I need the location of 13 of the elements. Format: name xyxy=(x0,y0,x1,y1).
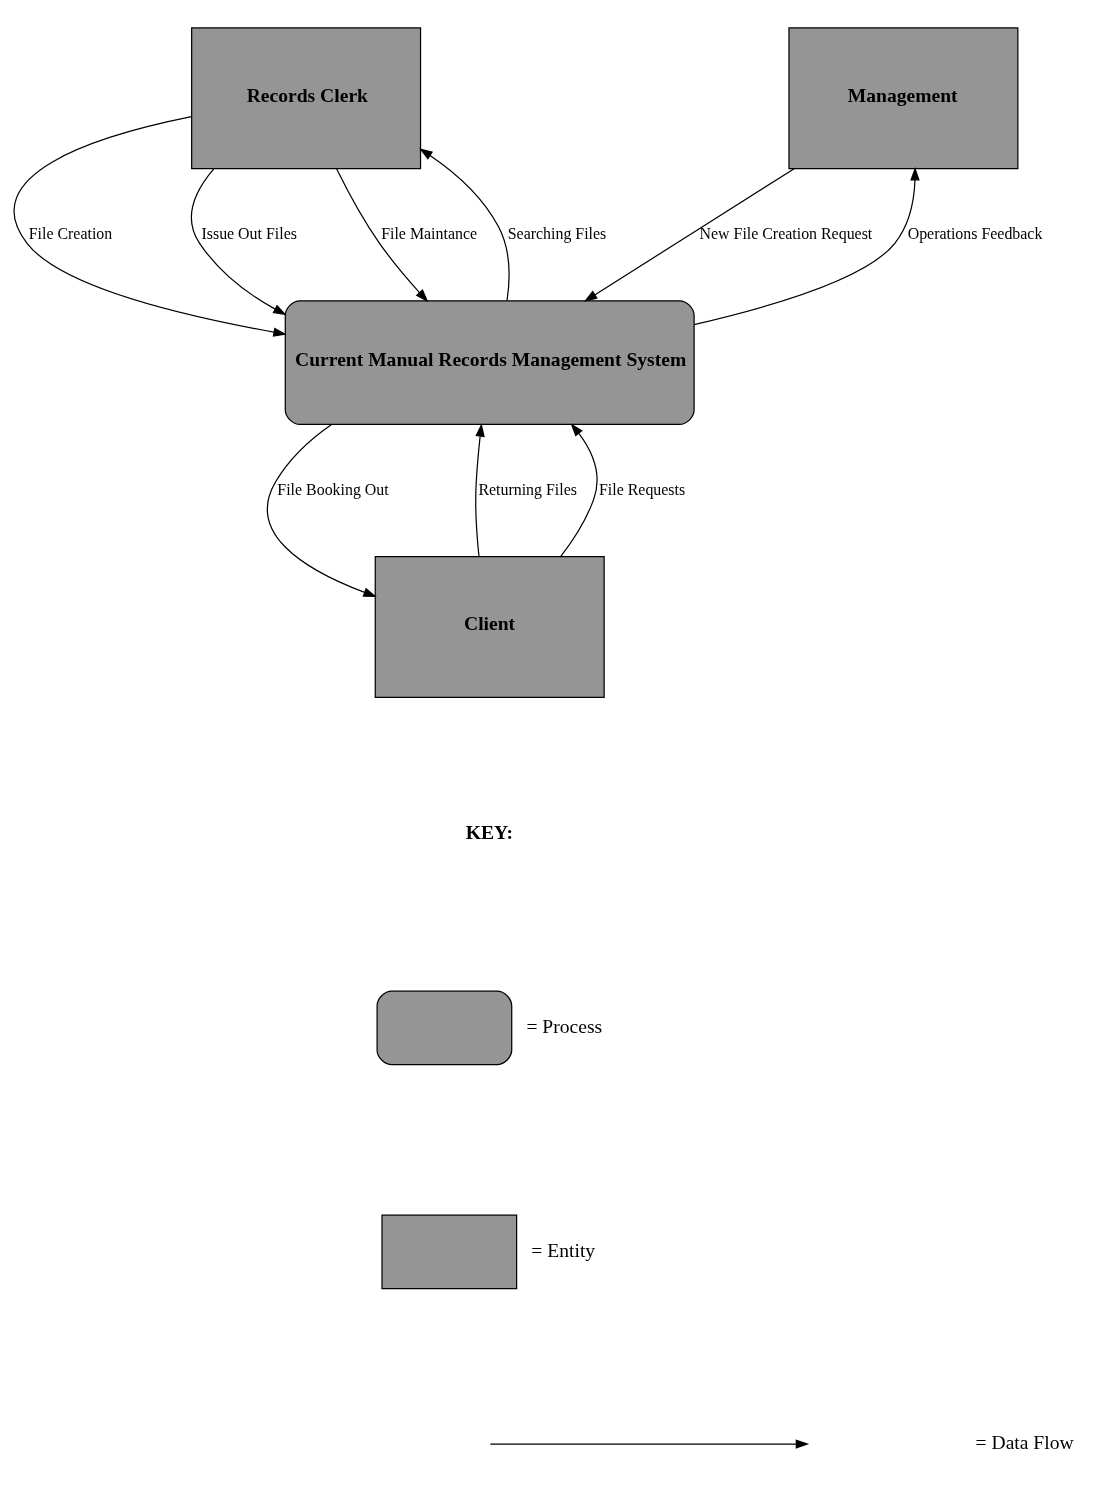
edge-label: File Requests xyxy=(599,480,686,498)
legend-label: = Data Flow xyxy=(975,1431,1074,1453)
label: KEY: xyxy=(465,822,513,844)
edge-label: Searching Files xyxy=(507,224,607,242)
edge-label: File Creation xyxy=(28,224,113,242)
edge-label: File Booking Out xyxy=(277,480,389,498)
edge-label: Issue Out Files xyxy=(201,224,297,242)
edge-label: File Maintance xyxy=(381,224,478,242)
legend-label: = Entity xyxy=(531,1239,596,1261)
edge-label: New File Creation Request xyxy=(699,224,873,242)
edge-label: Operations Feedback xyxy=(907,224,1043,242)
legend-label: = Process xyxy=(526,1015,603,1037)
edge-label: Returning Files xyxy=(478,480,577,498)
